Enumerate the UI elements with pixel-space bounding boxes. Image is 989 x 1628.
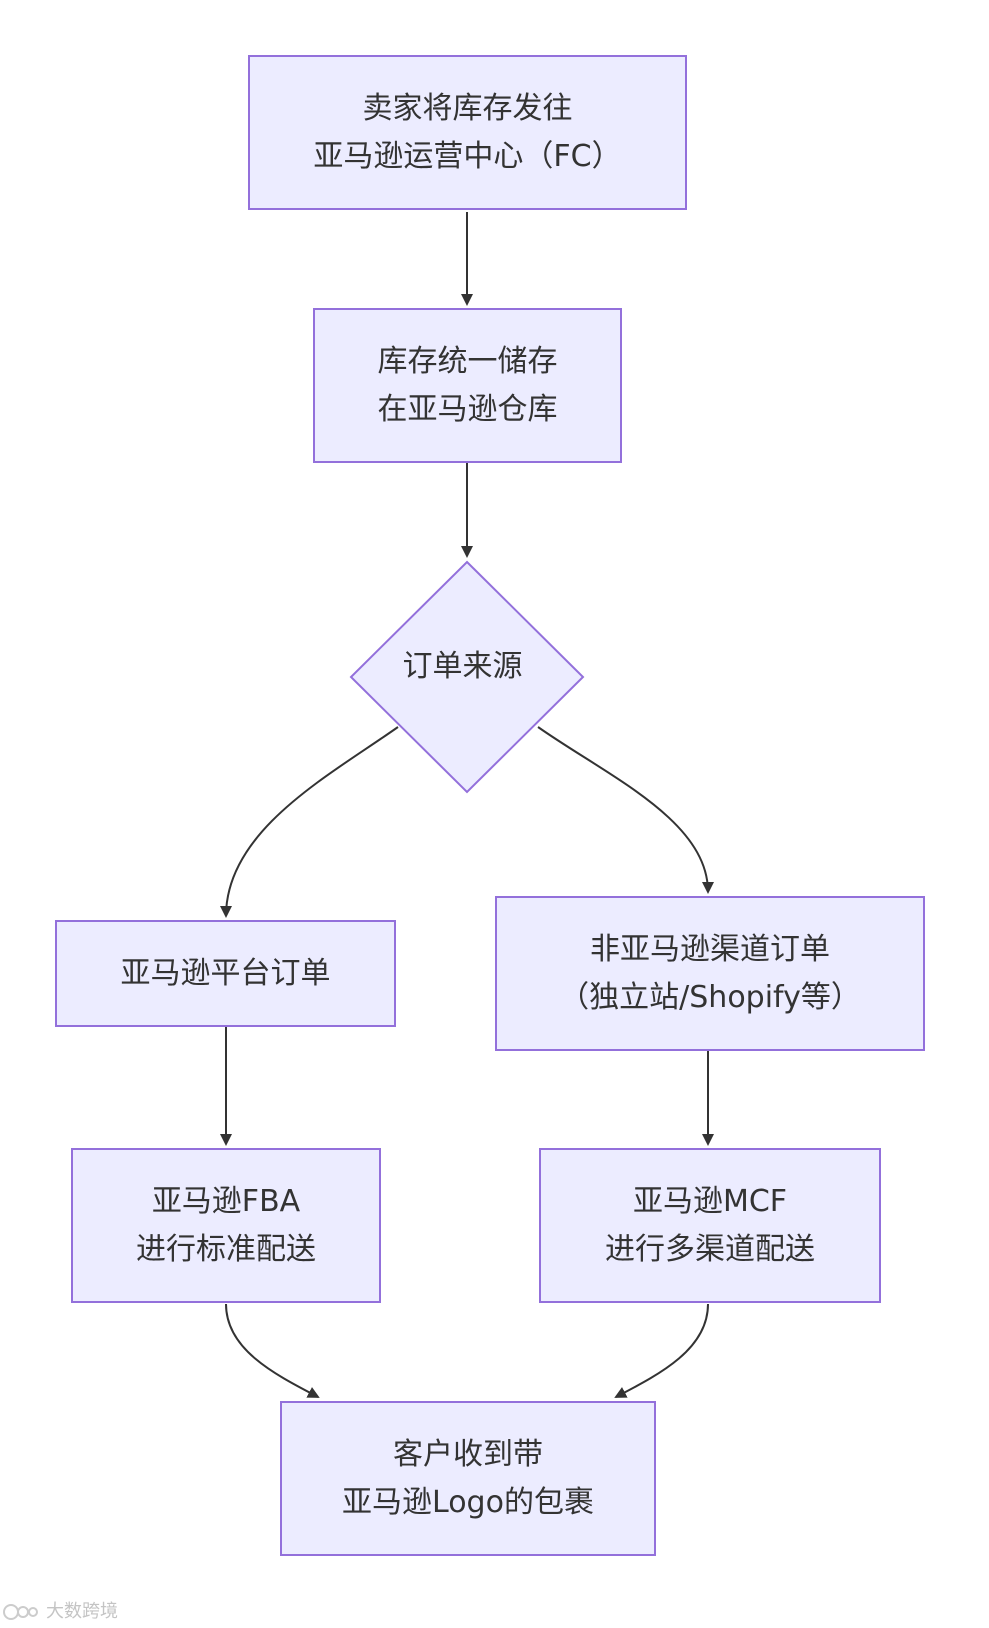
node-customer-receives: 客户收到带 亚马逊Logo的包裹	[280, 1401, 656, 1556]
node-non-amazon-order-line2: （独立站/Shopify等）	[559, 979, 861, 1015]
node-non-amazon-order: 非亚马逊渠道订单 （独立站/Shopify等）	[495, 896, 925, 1051]
node-customer-receives-line1: 客户收到带	[393, 1436, 543, 1472]
node-mcf-delivery-line2: 进行多渠道配送	[605, 1231, 815, 1267]
watermark-logo-icon	[3, 1604, 38, 1620]
watermark: 大数跨境	[2, 1598, 142, 1626]
node-customer-receives-line2: 亚马逊Logo的包裹	[342, 1484, 594, 1520]
order-source-label: 订单来源	[402, 649, 523, 684]
edge-mcf-to-customer	[614, 1303, 709, 1398]
node-fba-delivery-line1: 亚马逊FBA	[151, 1183, 301, 1219]
node-non-amazon-order-line1: 非亚马逊渠道订单	[590, 931, 830, 967]
node-mcf-delivery-line1: 亚马逊MCF	[632, 1183, 788, 1219]
node-fba-delivery: 亚马逊FBA 进行标准配送	[71, 1148, 381, 1303]
node-unified-storage: 库存统一储存 在亚马逊仓库	[313, 308, 622, 463]
node-fba-delivery-line2: 进行标准配送	[136, 1231, 316, 1267]
node-ship-to-fc-line1: 卖家将库存发往	[362, 90, 573, 126]
watermark-text: 大数跨境	[46, 1601, 118, 1622]
node-ship-to-fc-line2: 亚马逊运营中心（FC）	[313, 138, 622, 174]
edge-decision-to-amazon-order	[220, 726, 399, 918]
node-amazon-order: 亚马逊平台订单	[55, 920, 396, 1027]
node-ship-to-fc: 卖家将库存发往 亚马逊运营中心（FC）	[248, 55, 687, 210]
node-mcf-delivery: 亚马逊MCF 进行多渠道配送	[539, 1148, 881, 1303]
node-amazon-order-label: 亚马逊平台订单	[120, 955, 331, 991]
node-unified-storage-line2: 在亚马逊仓库	[377, 391, 558, 427]
edge-decision-to-non-amazon-order	[537, 726, 714, 894]
node-unified-storage-line1: 库存统一储存	[377, 343, 558, 379]
edge-fba-to-customer	[225, 1303, 320, 1398]
order-source-diamond	[349, 560, 585, 794]
